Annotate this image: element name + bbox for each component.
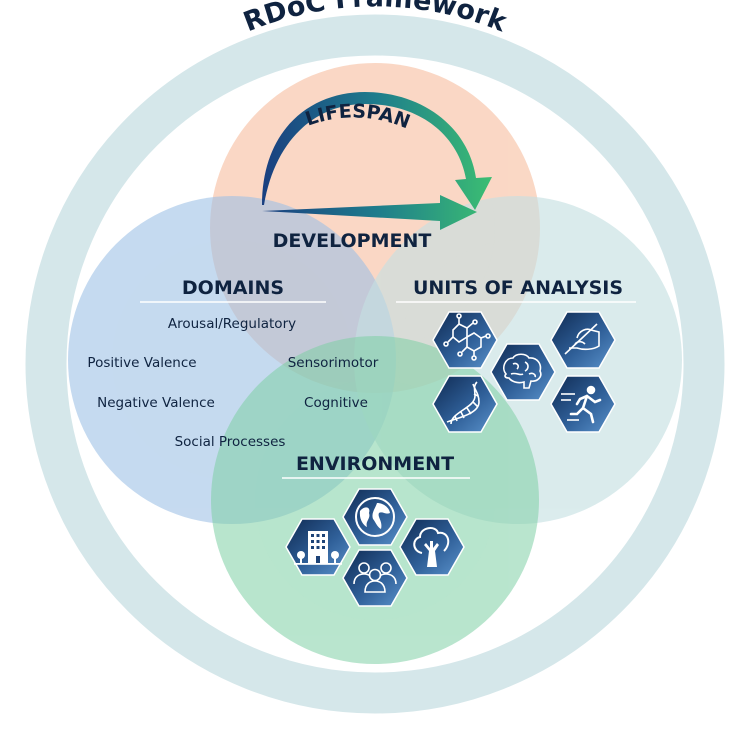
domain-item: Cognitive (304, 395, 368, 411)
building-hex (285, 518, 351, 576)
environment-hex-group (285, 488, 465, 607)
domains-heading: DOMAINS (182, 277, 284, 299)
dna-icon (446, 381, 480, 425)
people-icon (353, 562, 397, 593)
molecule-icon (443, 313, 491, 361)
runner-icon (561, 385, 602, 424)
dna-hex (432, 375, 498, 433)
brain-hex (490, 343, 556, 401)
hand-writing-icon (564, 323, 600, 355)
outer-ring (25, 14, 725, 714)
tree-hex (399, 518, 465, 576)
molecule-hex (432, 311, 498, 369)
globe-icon (355, 497, 395, 537)
lifespan-arrow (262, 92, 492, 210)
domain-item: Sensorimotor (288, 355, 379, 371)
runner-hex (550, 375, 616, 433)
units-heading: UNITS OF ANALYSIS (413, 277, 623, 299)
people-hex (342, 549, 408, 607)
building-icon (294, 531, 342, 565)
domain-item: Social Processes (175, 434, 286, 450)
units-hex-group (432, 311, 616, 433)
brain-icon (503, 353, 542, 389)
domain-item: Negative Valence (97, 395, 215, 411)
environment-heading: ENVIRONMENT (296, 453, 454, 475)
hand-writing-hex (550, 311, 616, 369)
globe-hex (342, 488, 408, 546)
development-label: DEVELOPMENT (273, 230, 432, 252)
development-arrow (262, 195, 477, 230)
domain-item: Arousal/Regulatory (168, 316, 296, 332)
domain-item: Positive Valence (87, 355, 196, 371)
tree-icon (413, 527, 450, 567)
